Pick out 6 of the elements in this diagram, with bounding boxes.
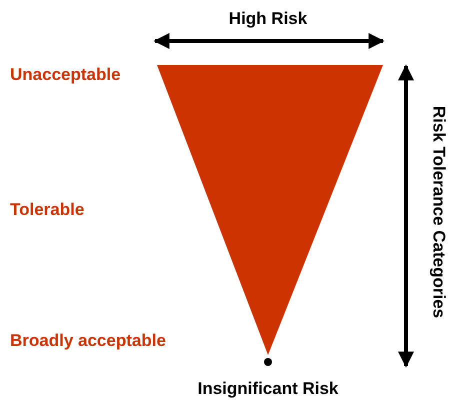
axis-title: Risk Tolerance Categories <box>428 106 448 318</box>
category-label: Unacceptable <box>10 66 121 85</box>
scale-label: High Risk <box>228 10 308 29</box>
scale-label: Insignificant Risk <box>198 380 338 399</box>
category-label: Tolerable <box>10 201 84 220</box>
category-label: Broadly acceptable <box>10 332 166 351</box>
